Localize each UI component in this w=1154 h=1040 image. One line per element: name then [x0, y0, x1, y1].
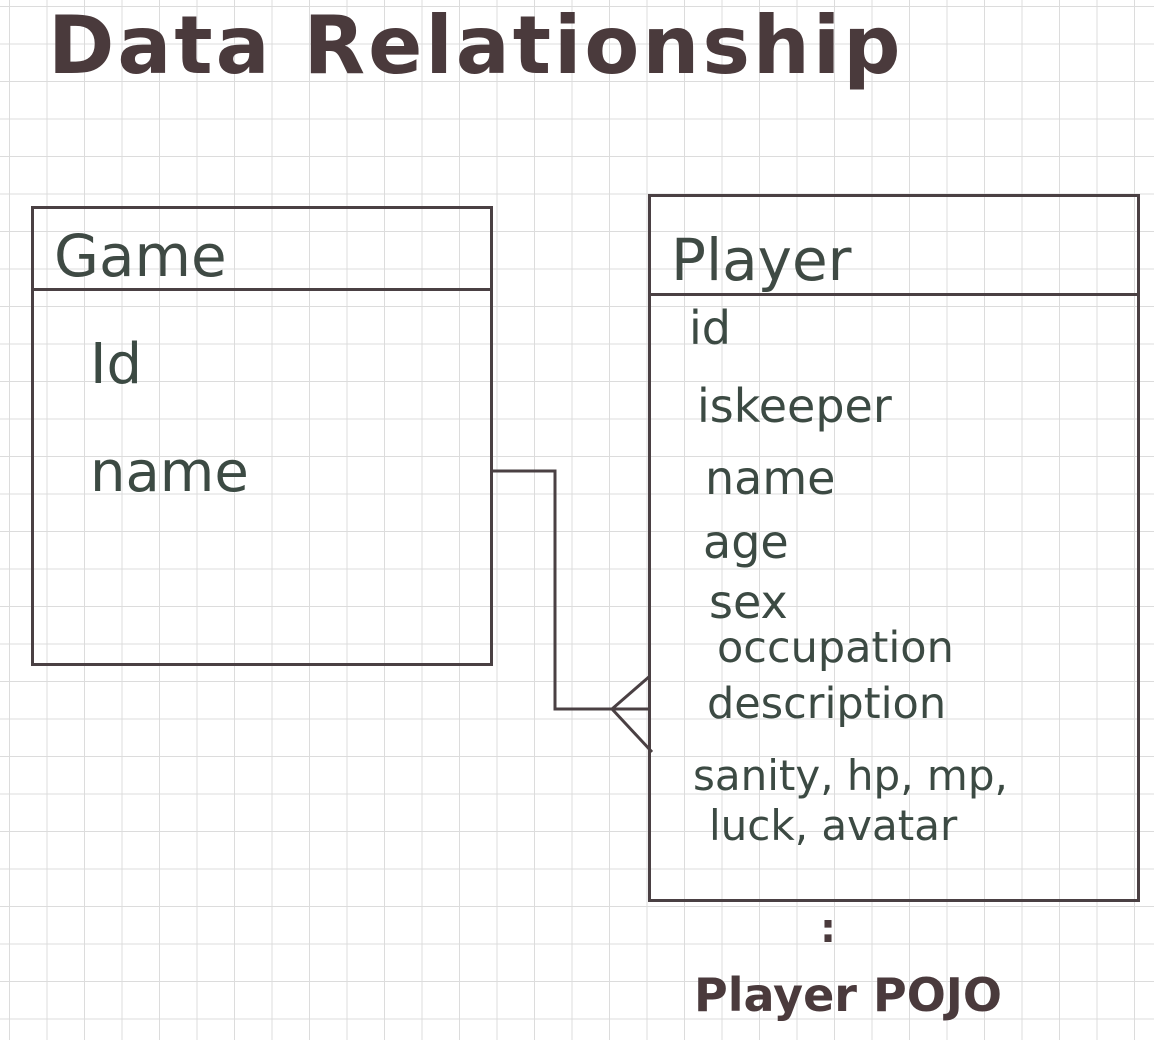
- entity-player-field-age: age: [703, 515, 789, 569]
- entity-player-field-sex: sex: [709, 575, 788, 629]
- diagram-title: Data Relationship: [48, 0, 904, 92]
- entity-player-field-iskeeper: iskeeper: [697, 379, 892, 433]
- caption-player-pojo: Player POJO: [694, 968, 1003, 1022]
- entity-player-field-luck-avatar: luck, avatar: [709, 801, 958, 850]
- entity-player-field-name: name: [705, 451, 836, 505]
- relationship-line: [493, 469, 650, 711]
- entity-player-field-stats: sanity, hp, mp,: [693, 751, 1008, 800]
- entity-game: Game Id name: [31, 206, 493, 666]
- entity-player-header: [651, 197, 1137, 296]
- entity-player-field-description: description: [707, 679, 947, 729]
- crowfoot-lower-prong: [610, 707, 654, 754]
- entity-player-title: Player: [671, 226, 852, 294]
- caption-ellipsis: :: [820, 906, 836, 952]
- entity-player: Player id iskeeper name age sex occupati…: [648, 194, 1140, 902]
- entity-player-field-occupation: occupation: [717, 623, 954, 673]
- entity-player-field-id: id: [689, 301, 731, 355]
- entity-game-header: [34, 209, 490, 291]
- entity-game-field-name: name: [90, 440, 249, 505]
- entity-game-title: Game: [54, 222, 227, 290]
- entity-game-field-id: Id: [90, 332, 143, 397]
- crowfoot-upper-prong: [611, 674, 651, 711]
